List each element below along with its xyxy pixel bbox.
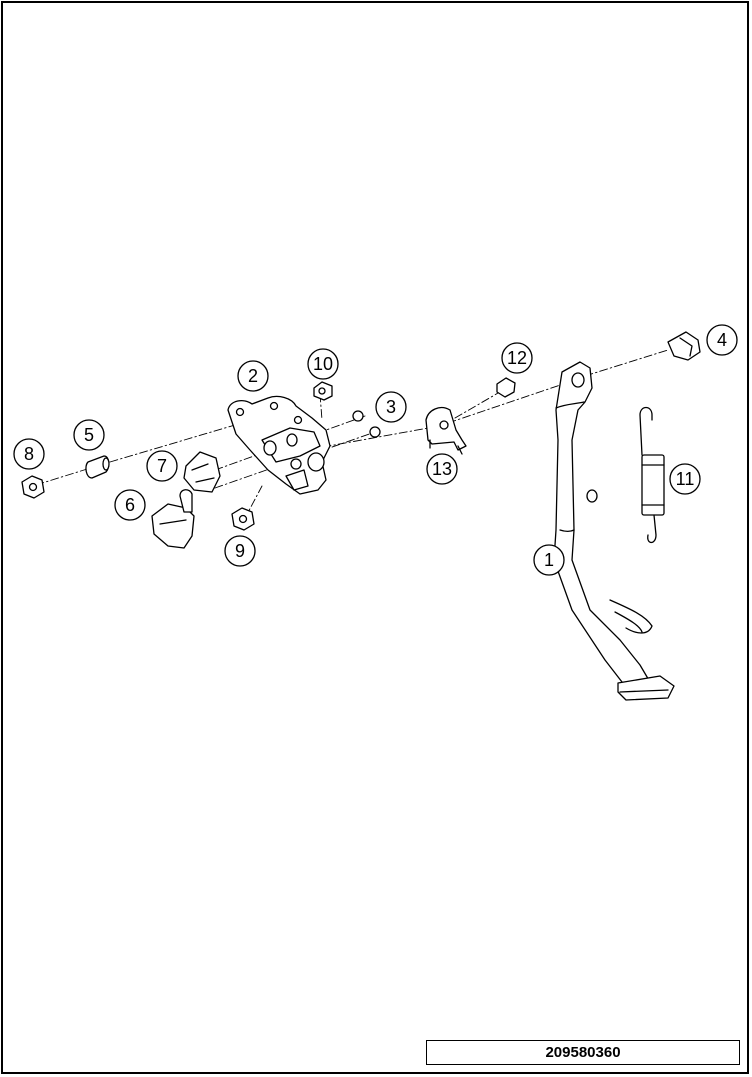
- spacer-sleeve: [85, 455, 110, 479]
- callout-2: 2: [237, 360, 269, 392]
- callout-1: 1: [533, 544, 565, 576]
- callout-6: 6: [114, 489, 146, 521]
- small-screw-12: [496, 377, 516, 398]
- drawing-number: 209580360: [545, 1044, 621, 1061]
- callout-10: 10: [307, 348, 339, 380]
- callout-9: 9: [224, 535, 256, 567]
- svg-text:4: 4: [717, 330, 727, 350]
- svg-text:2: 2: [248, 366, 258, 386]
- nut-9: [231, 507, 255, 531]
- svg-text:3: 3: [386, 397, 396, 417]
- svg-text:6: 6: [125, 495, 135, 515]
- svg-text:1: 1: [544, 550, 554, 570]
- svg-text:8: 8: [24, 444, 34, 464]
- callout-5: 5: [73, 419, 105, 451]
- side-stand-switch: [183, 451, 221, 493]
- return-spring: [639, 406, 665, 544]
- callout-7: 7: [146, 450, 178, 482]
- mounting-plate: [227, 395, 331, 495]
- switch-cover: [151, 489, 195, 549]
- svg-text:5: 5: [84, 425, 94, 445]
- svg-text:10: 10: [313, 354, 333, 374]
- pivot-bolt: [667, 331, 701, 361]
- svg-text:12: 12: [507, 348, 527, 368]
- callout-12: 12: [501, 342, 533, 374]
- svg-text:13: 13: [432, 459, 452, 479]
- callout-11: 11: [669, 463, 701, 495]
- side-stand: [553, 361, 675, 701]
- svg-text:11: 11: [676, 469, 695, 489]
- callout-13: 13: [426, 453, 458, 485]
- callout-4: 4: [706, 324, 738, 356]
- mounting-bolts: [352, 410, 381, 438]
- svg-text:7: 7: [157, 456, 167, 476]
- switch-bracket: [425, 406, 467, 455]
- nut-8: [21, 475, 45, 499]
- drawing-number-box: 209580360: [426, 1040, 740, 1065]
- svg-text:9: 9: [235, 541, 245, 561]
- callout-8: 8: [13, 438, 45, 470]
- nut-10: [313, 381, 333, 401]
- callout-3: 3: [375, 391, 407, 423]
